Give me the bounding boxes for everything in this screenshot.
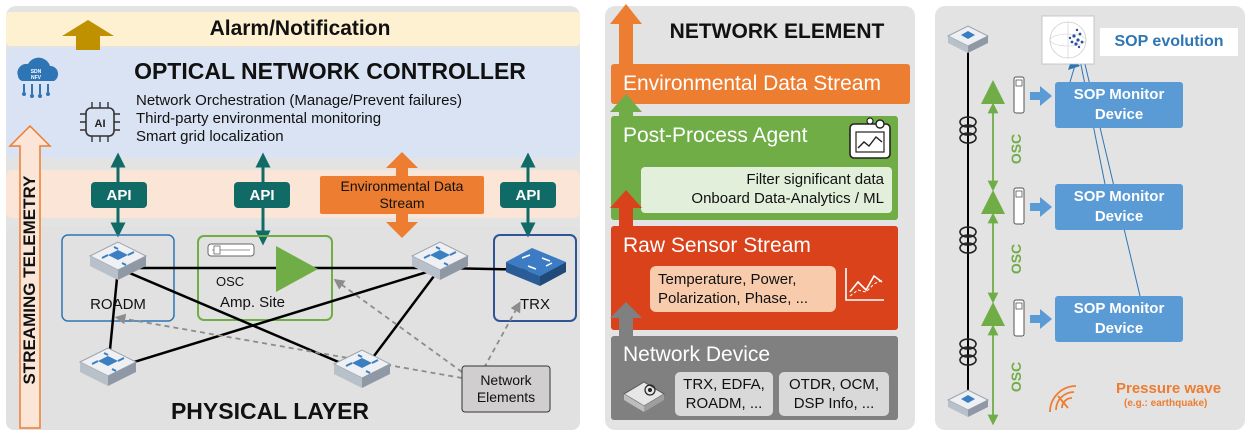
monitor-arrow-2 [1030,197,1052,217]
monitor-arrow-3 [1030,309,1052,329]
api-label-2: API [234,182,290,208]
amp-site-label: Amp. Site [220,294,286,311]
sfp-module-icon-3 [1013,299,1025,337]
device-box-2-line-2: DSP Info, ... [793,395,875,412]
ne-env-bar: Environmental Data Stream [611,64,910,104]
controller-box [6,48,580,158]
physical-layer-title: PHYSICAL LAYER [170,398,370,424]
ne-raw-inner: Temperature, Power, Polarization, Phase,… [650,266,836,312]
device-box-1-line-2: ROADM, ... [685,395,763,412]
post-line-2: Onboard Data-Analytics / ML [691,190,884,207]
api-label-1: API [91,182,147,208]
router-icon-bottom-mid [333,349,391,389]
sop-monitor-1: SOP Monitor Device [1055,82,1183,128]
router-icon-bottom-left [79,347,137,387]
sop-monitor-3-line-1: SOP Monitor [1073,300,1165,317]
trx-label: TRX [520,296,550,313]
streaming-telemetry-label: STREAMING TELEMETRY [20,175,39,385]
controller-line-1: Network Orchestration (Manage/Prevent fa… [136,92,462,109]
left-graphics: SDN NFV AI [8,20,577,429]
ne-title: NETWORK ELEMENT [669,20,885,43]
ne-post-inner: Filter significant data Onboard Data-Ana… [641,167,892,213]
amplifier-triangle-icon-1 [981,80,1005,104]
device-box-2: OTDR, OCM, DSP Info, ... [779,372,889,416]
pressure-wave-example: (e.g.: earthquake) [1124,398,1208,409]
sfp-module-icon-2 [1013,187,1025,225]
ne-raw-label: Raw Sensor Stream [623,234,811,257]
network-device-icon [623,381,665,412]
amp-site-graphics [207,243,318,292]
sop-monitor-2-line-2: Device [1094,208,1144,225]
osc-label-2: OSC [1008,243,1024,275]
sop-monitor-3-line-2: Device [1094,320,1144,337]
sop-monitor-1-line-1: SOP Monitor [1073,86,1165,103]
svg-text:NFV: NFV [31,75,42,81]
device-box-2-line-1: OTDR, OCM, [789,376,879,393]
svg-text:AI: AI [95,118,106,130]
middle-graphics [610,4,891,412]
device-box-1: TRX, EDFA, ROADM, ... [675,372,773,416]
trx-switch-icon [506,248,566,286]
raw-line-1: Temperature, Power, [658,271,797,288]
sop-sphere-plot [1041,15,1095,65]
sop-monitor-1-line-2: Device [1094,106,1144,123]
alarm-label: Alarm/Notification [209,17,391,40]
svg-text:SDN: SDN [31,69,42,75]
ne-orange-up-arrow [610,4,642,66]
api-label-3: API [500,182,556,208]
sop-monitor-2: SOP Monitor Device [1055,184,1183,230]
sdn-nfv-cloud-icon: SDN NFV [17,57,59,98]
ne-gray-up-arrow [610,302,642,340]
controller-title: OPTICAL NETWORK CONTROLLER [134,58,526,84]
router-icon-top [947,25,989,54]
controller-line-3: Smart grid localization [136,128,284,145]
sop-monitor-2-line-1: SOP Monitor [1073,188,1165,205]
post-process-agent-icon [849,117,891,159]
telemetry-arrow [8,124,52,429]
osc-label-1: OSC [1008,133,1024,165]
roadm-router-icon [89,241,147,281]
right-graphics [947,15,1141,426]
monitor-arrow-1 [1030,86,1052,106]
ne-post-label: Post-Process Agent [623,124,808,147]
amplifier-triangle-icon-2 [981,190,1005,214]
sop-evolution-label: SOP evolution [1100,28,1238,56]
amplifier-triangle-icon [276,246,318,292]
alarm-up-arrow [62,20,114,50]
sfp-module-icon-1 [1013,76,1025,114]
router-icon-bottom [947,389,989,418]
env-stream-box: Environmental Data Stream [320,176,484,214]
pressure-wave-icon [1049,385,1077,413]
ne-green-up-arrow [610,94,642,120]
controller-lines: Network Orchestration (Manage/Prevent fa… [136,92,576,146]
amp-site-box [197,235,333,321]
roadm-label: ROADM [90,296,146,313]
ne-env-label: Environmental Data Stream [623,72,881,95]
controller-line-2: Third-party environmental monitoring [136,110,382,127]
network-elements-box [461,365,551,413]
ne-red-up-arrow [610,190,642,230]
raw-line-2: Polarization, Phase, ... [658,290,809,307]
raw-sensor-chart-icon [845,268,884,301]
sop-monitor-3: SOP Monitor Device [1055,296,1183,342]
amplifier-triangle-icon-3 [981,302,1005,326]
ne-device-label: Network Device [623,343,771,366]
device-box-1-line-1: TRX, EDFA, [683,376,765,393]
network-elements-label: Network Elements [476,372,536,405]
amp-osc-label: OSC [216,274,245,289]
pressure-wave-label: Pressure wave [1116,380,1222,397]
osc-label-3: OSC [1008,361,1024,393]
post-line-1: Filter significant data [746,171,884,188]
ai-chip-icon: AI [80,102,120,142]
trx-box [493,234,577,322]
